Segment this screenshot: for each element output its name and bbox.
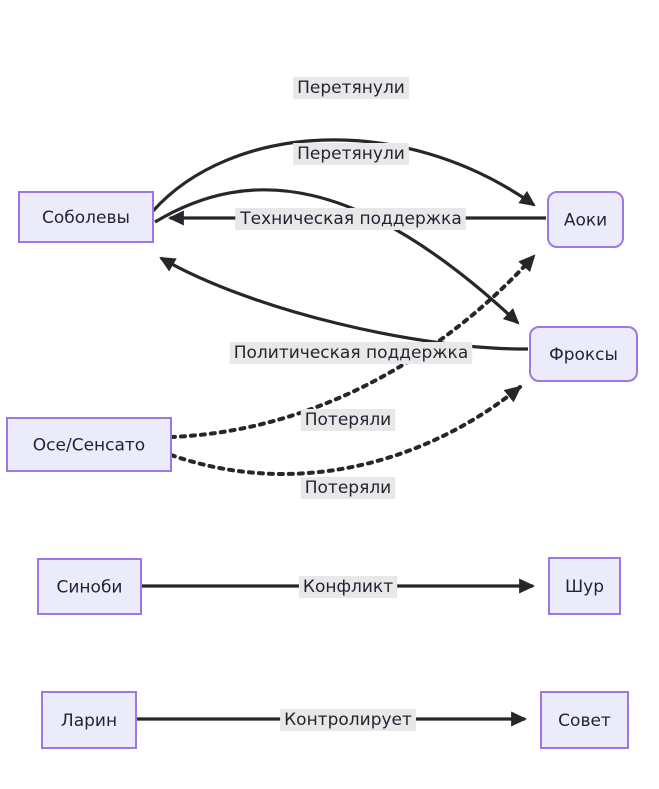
node-aoki[interactable]: Аоки — [547, 191, 624, 248]
node-box[interactable] — [529, 326, 638, 382]
node-sobolevy[interactable]: Соболевы — [18, 191, 154, 243]
edge-sobolevy-to-aoki[interactable] — [151, 138, 536, 213]
edge-label-text: Потеряли — [305, 478, 391, 498]
edge-label-background — [298, 576, 398, 598]
node-larin[interactable]: Ларин — [41, 691, 137, 749]
edge-ose_sensato-to-aoki[interactable] — [169, 254, 536, 439]
edge-label-e6: Потеряли — [300, 477, 396, 499]
node-label: Совет — [558, 711, 611, 731]
edge-label-e2: Перетянули — [293, 143, 409, 165]
node-box[interactable] — [18, 191, 154, 243]
edge-label-text: Контролирует — [284, 710, 412, 730]
edge-label-e4: Политическая поддержка — [229, 342, 473, 364]
edge-label-text: Техническая поддержка — [239, 209, 462, 229]
node-shur[interactable]: Шур — [548, 557, 621, 615]
node-box[interactable] — [37, 558, 142, 615]
edge-label-background — [300, 409, 396, 431]
node-box[interactable] — [540, 691, 629, 749]
edge-label-background — [293, 143, 409, 165]
edge-label-text: Потеряли — [305, 410, 391, 430]
edge-label-text: Конфликт — [303, 577, 393, 597]
node-label: Соболевы — [42, 208, 130, 228]
edge-label-text: Перетянули — [297, 144, 405, 164]
edge-ose_sensato-to-froksy[interactable] — [169, 385, 522, 476]
edge-label-e8: Контролирует — [280, 709, 416, 731]
edge-label-background — [235, 208, 466, 230]
node-label: Шур — [565, 577, 604, 597]
edge-label-e1: Перетянули — [293, 77, 409, 99]
edge-label-text: Политическая поддержка — [234, 343, 469, 363]
node-sovet[interactable]: Совет — [540, 691, 629, 749]
node-label: Фроксы — [549, 345, 618, 365]
node-label: Осе/Сенсато — [33, 436, 145, 456]
edges-layer — [136, 138, 546, 727]
node-label: Аоки — [564, 211, 607, 231]
edge-label-background — [280, 709, 416, 731]
edge-froksy-to-sobolevy[interactable] — [159, 256, 529, 351]
edge-label-background — [293, 77, 409, 99]
node-froksy[interactable]: Фроксы — [529, 326, 638, 382]
edge-label-background — [229, 342, 473, 364]
edge-label-e5: Потеряли — [300, 409, 396, 431]
edge-label-background — [300, 477, 396, 499]
node-sinobi[interactable]: Синоби — [37, 558, 142, 615]
node-label: Синоби — [57, 578, 123, 598]
edge-label-e3: Техническая поддержка — [235, 208, 466, 230]
node-ose_sensato[interactable]: Осе/Сенсато — [6, 417, 172, 472]
edge-label-text: Перетянули — [297, 78, 405, 98]
edge-sobolevy-to-froksy[interactable] — [154, 188, 520, 325]
node-box[interactable] — [548, 557, 621, 615]
node-box[interactable] — [41, 691, 137, 749]
node-label: Ларин — [61, 711, 117, 731]
edge-label-e7: Конфликт — [298, 576, 398, 598]
node-box[interactable] — [6, 417, 172, 472]
node-box[interactable] — [547, 191, 624, 248]
